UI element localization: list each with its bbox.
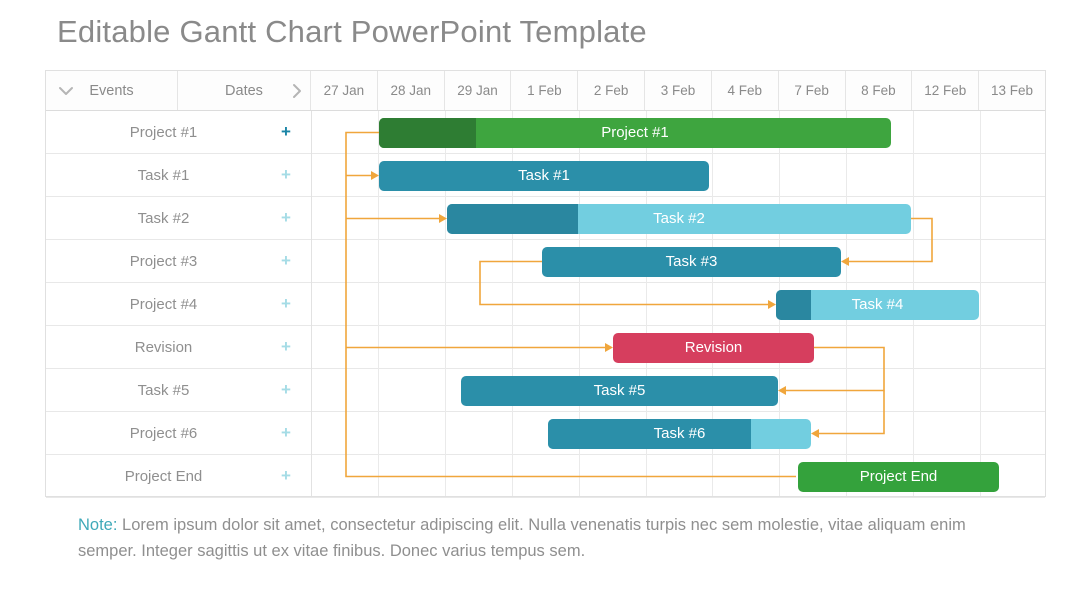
row-label-revision: Revision [134,339,193,356]
gantt-bar-task-5[interactable]: Task #5 [461,375,778,406]
grid-row-line [46,455,1045,498]
gantt-bar-label: Project #1 [601,123,669,141]
add-icon-task-2[interactable]: + [281,208,291,227]
row-project-6: Project #6 + [46,412,311,455]
row-label-project-end: Project End [124,468,203,485]
date-header-4-feb: 4 Feb [712,71,779,110]
gantt-bar-revision[interactable]: Revision [613,332,814,363]
date-header-3-feb: 3 Feb [645,71,712,110]
gantt-bar-label: Revision [684,338,743,356]
note-body: Lorem ipsum dolor sit amet, consectetur … [78,516,966,560]
gantt-bar-label: Task #3 [665,252,718,270]
gantt-body: Project #1+Task #1+Task #2+Project #3+Pr… [46,111,1045,498]
events-header-cell: Events [46,71,178,110]
date-header-28-jan: 28 Jan [378,71,445,110]
row-label-task-1: Task #1 [137,167,190,184]
gantt-bar-label: Task #6 [653,424,706,442]
date-header-1-feb: 1 Feb [511,71,579,110]
row-task-2: Task #2 + [46,197,311,240]
gantt-bar-project-end[interactable]: Project End [798,461,999,492]
date-header-2-feb: 2 Feb [578,71,646,110]
add-icon-revision[interactable]: + [281,337,291,356]
gantt-bar-task-4[interactable]: Task #4 [776,289,979,320]
gantt-bar-label: Task #4 [851,295,904,313]
date-header-29-jan: 29 Jan [445,71,512,110]
add-icon-project-end[interactable]: + [281,466,291,485]
date-header-12-feb: 12 Feb [912,71,980,110]
add-icon-project-1[interactable]: + [281,122,291,141]
date-header-27-jan: 27 Jan [311,71,378,110]
grid-column-line [980,111,981,496]
row-label-project-1: Project #1 [129,124,198,141]
dates-header-label: Dates [225,82,263,99]
add-icon-project-6[interactable]: + [281,423,291,442]
row-project-4: Project #4 + [46,283,311,326]
add-icon-project-3[interactable]: + [281,251,291,270]
gantt-bar-task-6[interactable]: Task #6 [548,418,811,449]
gantt-bar-label: Task #5 [593,381,646,399]
chevron-right-icon[interactable] [292,83,302,99]
gantt-bar-task-1[interactable]: Task #1 [379,160,709,191]
row-task-5: Task #5 + [46,369,311,412]
note-text: Note: Lorem ipsum dolor sit amet, consec… [78,513,996,565]
row-label-project-3: Project #3 [129,253,198,270]
gantt-bar-label: Project End [859,467,938,485]
chevron-down-icon[interactable] [58,86,74,96]
row-label-project-4: Project #4 [129,296,198,313]
date-header-7-feb: 7 Feb [779,71,846,110]
gantt-bar-task-3[interactable]: Task #3 [542,246,841,277]
gantt-bar-label: Task #2 [653,209,705,227]
dates-header-cell: Dates [178,71,311,110]
grid-column-line [311,111,312,496]
events-header-label: Events [89,82,134,99]
row-project-end: Project End + [46,455,311,498]
row-task-1: Task #1 + [46,154,311,197]
note-prefix: Note: [78,516,123,534]
add-icon-task-1[interactable]: + [281,165,291,184]
row-label-project-6: Project #6 [129,425,198,442]
date-header-13-feb: 13 Feb [991,83,1034,98]
gantt-bar-task-2[interactable]: Task #2 [447,203,911,234]
add-icon-task-5[interactable]: + [281,380,291,399]
row-label-task-2: Task #2 [137,210,190,227]
row-label-task-5: Task #5 [137,382,190,399]
page-title: Editable Gantt Chart PowerPoint Template [57,14,647,49]
gantt-bar-label: Task #1 [518,166,570,184]
date-header-8-feb: 8 Feb [846,71,913,110]
gantt-bar-project-1[interactable]: Project #1 [379,117,891,148]
add-icon-project-4[interactable]: + [281,294,291,313]
row-project-1: Project #1 + [46,111,311,154]
row-project-3: Project #3 + [46,240,311,283]
row-revision: Revision + [46,326,311,369]
